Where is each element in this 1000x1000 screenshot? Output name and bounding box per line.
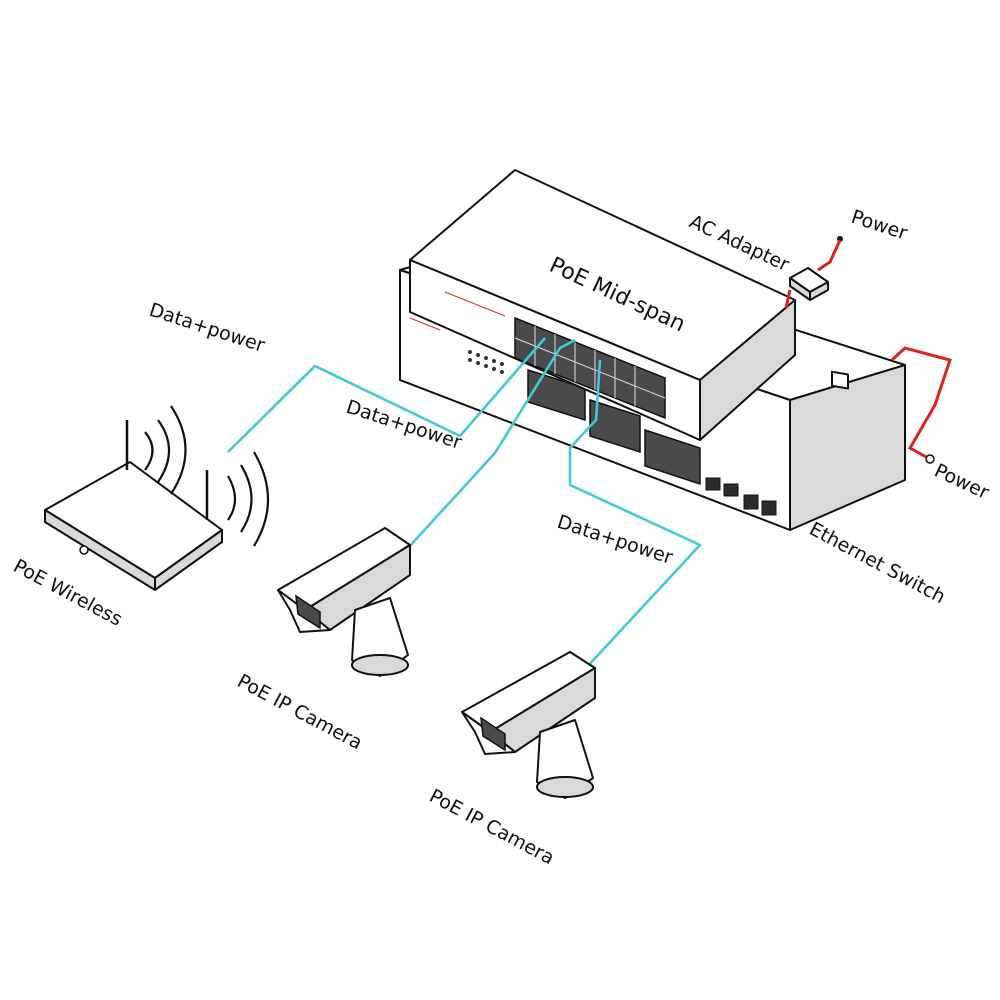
power-plug-icon — [925, 454, 935, 464]
poe-ip-camera-2 — [461, 651, 596, 799]
poe-ip-camera-1 — [277, 527, 411, 677]
poe-midspan — [409, 169, 796, 441]
switch-right-face — [789, 364, 906, 531]
adapter-cable — [784, 289, 792, 309]
label-camera-1: PoE IP Camera — [234, 670, 366, 754]
switch-uplink-ports — [705, 477, 777, 516]
poe-wireless-router — [44, 405, 269, 591]
switch-vents — [468, 350, 504, 374]
label-data-power-3: Data+power — [554, 511, 675, 569]
data-cable-wireless — [227, 337, 546, 453]
label-power-top: Power — [848, 206, 910, 245]
midspan-front-labels — [409, 291, 506, 331]
router-led-icon — [79, 545, 89, 555]
power-outlet-icon — [831, 236, 849, 390]
switch-port-block-3 — [644, 428, 701, 486]
data-cable-camera-2 — [568, 359, 702, 669]
label-power-right: Power — [931, 460, 993, 504]
label-data-power-1: Data+power — [146, 299, 267, 357]
label-camera-2: PoE IP Camera — [426, 785, 558, 869]
data-cables — [227, 337, 702, 669]
midspan-ports — [514, 316, 666, 420]
label-data-power-2: Data+power — [343, 396, 464, 454]
label-poe-wireless: PoE Wireless — [10, 555, 126, 631]
wifi-signal-icon — [144, 405, 269, 547]
power-cable-right — [890, 346, 952, 460]
ac-adapter — [789, 267, 829, 301]
data-cable-camera-1 — [407, 338, 576, 549]
switch-port-block-1 — [527, 368, 586, 422]
label-ethernet-switch: Ethernet Switch — [806, 518, 949, 608]
switch-port-block-2 — [589, 398, 641, 454]
power-cable-top — [817, 239, 842, 272]
power-cables — [784, 239, 952, 460]
midspan-right-face — [699, 299, 796, 441]
